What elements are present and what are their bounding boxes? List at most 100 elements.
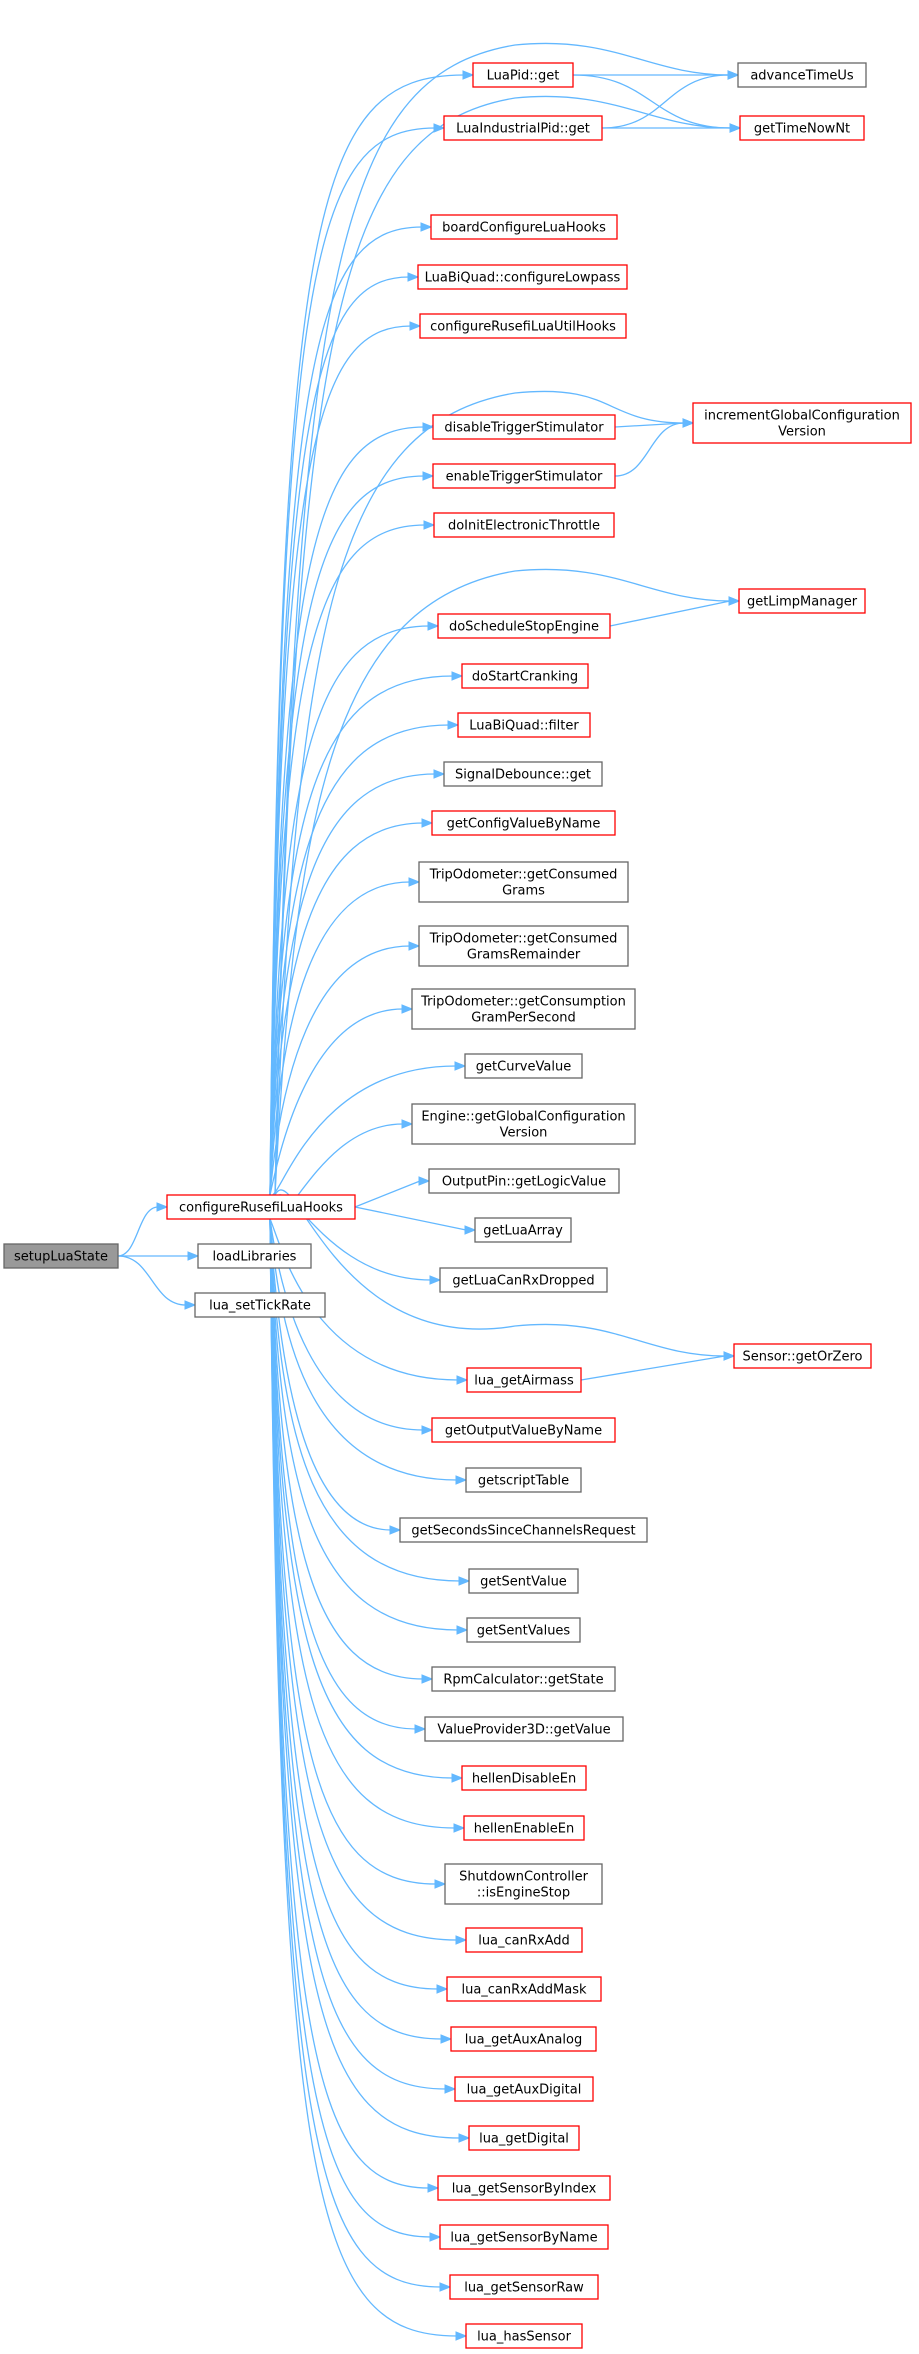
node-get-config-value-by-name[interactable]: getConfigValueByName (431, 810, 616, 836)
node-box[interactable] (444, 1863, 603, 1905)
node-lua-get-aux-digital[interactable]: lua_getAuxDigital (454, 2076, 594, 2102)
node-lua-has-sensor[interactable]: lua_hasSensor (465, 2323, 583, 2349)
node-box[interactable] (449, 2274, 599, 2300)
node-lua-get-airmass[interactable]: lua_getAirmass (466, 1367, 582, 1393)
node-lua-bi-quad-configure-lowpass[interactable]: LuaBiQuad::configureLowpass (417, 264, 628, 290)
node-box[interactable] (466, 1367, 582, 1393)
node-do-schedule-stop-engine[interactable]: doScheduleStopEngine (437, 613, 611, 639)
node-hellen-enable-en[interactable]: hellenEnableEn (463, 1815, 585, 1841)
node-get-sent-value[interactable]: getSentValue (468, 1568, 579, 1594)
node-box[interactable] (439, 1267, 608, 1293)
node-box[interactable] (431, 1417, 616, 1443)
node-lua-bi-quad-filter[interactable]: LuaBiQuad::filter (457, 712, 591, 738)
node-box[interactable] (461, 663, 589, 689)
node-get-lua-array[interactable]: getLuaArray (474, 1217, 572, 1243)
node-shutdown-controller-is-engine-stop[interactable]: ShutdownController::isEngineStop (444, 1863, 603, 1905)
node-box[interactable] (443, 761, 603, 787)
node-box[interactable] (430, 214, 618, 240)
node-box[interactable] (432, 414, 616, 440)
node-box[interactable] (692, 402, 912, 444)
node-box[interactable] (166, 1194, 356, 1220)
node-get-lua-can-rx-dropped[interactable]: getLuaCanRxDropped (439, 1267, 608, 1293)
node-box[interactable] (424, 1716, 624, 1742)
node-box[interactable] (466, 1617, 581, 1643)
node-box[interactable] (418, 925, 629, 967)
node-lua-get-digital[interactable]: lua_getDigital (468, 2125, 580, 2151)
node-box[interactable] (465, 1467, 582, 1493)
node-box[interactable] (464, 1053, 583, 1079)
node-box[interactable] (437, 613, 611, 639)
node-box[interactable] (418, 861, 629, 903)
node-enable-trigger-stimulator[interactable]: enableTriggerStimulator (432, 463, 616, 489)
node-configure-rusefi-lua-hooks[interactable]: configureRusefiLuaHooks (166, 1194, 356, 1220)
node-get-seconds-since-channels-request[interactable]: getSecondsSinceChannelsRequest (399, 1517, 648, 1543)
node-lua-get-aux-analog[interactable]: lua_getAuxAnalog (450, 2026, 597, 2052)
node-lua-get-sensor-by-name[interactable]: lua_getSensorByName (439, 2224, 609, 2250)
node-value-provider3-d-get-value[interactable]: ValueProvider3D::getValue (424, 1716, 624, 1742)
node-box[interactable] (437, 2175, 611, 2201)
node-get-sent-values[interactable]: getSentValues (466, 1617, 581, 1643)
node-signal-debounce-get[interactable]: SignalDebounce::get (443, 761, 603, 787)
node-box[interactable] (431, 810, 616, 836)
node-get-output-value-by-name[interactable]: getOutputValueByName (431, 1417, 616, 1443)
node-lua-set-tick-rate[interactable]: lua_setTickRate (194, 1292, 326, 1318)
node-box[interactable] (439, 2224, 609, 2250)
node-box[interactable] (450, 2026, 597, 2052)
node-box[interactable] (474, 1217, 572, 1243)
node-box[interactable] (431, 1666, 616, 1692)
node-box[interactable] (3, 1243, 119, 1269)
node-setup-lua-state[interactable]: setupLuaState (3, 1243, 119, 1269)
node-get-limp-manager[interactable]: getLimpManager (738, 588, 866, 614)
node-box[interactable] (411, 988, 636, 1030)
node-box[interactable] (472, 62, 574, 88)
node-box[interactable] (446, 1976, 602, 2002)
node-advance-time-us[interactable]: advanceTimeUs (737, 62, 867, 88)
node-box[interactable] (457, 712, 591, 738)
node-box[interactable] (433, 512, 615, 538)
node-box[interactable] (737, 62, 867, 88)
node-lua-get-sensor-raw[interactable]: lua_getSensorRaw (449, 2274, 599, 2300)
node-do-start-cranking[interactable]: doStartCranking (461, 663, 589, 689)
node-lua-can-rx-add[interactable]: lua_canRxAdd (465, 1927, 583, 1953)
node-box[interactable] (443, 115, 603, 141)
node-lua-pid-get[interactable]: LuaPid::get (472, 62, 574, 88)
node-box[interactable] (399, 1517, 648, 1543)
node-get-time-now-nt[interactable]: getTimeNowNt (739, 115, 865, 141)
node-hellen-disable-en[interactable]: hellenDisableEn (461, 1765, 587, 1791)
node-rpm-calculator-get-state[interactable]: RpmCalculator::getState (431, 1666, 616, 1692)
node-load-libraries[interactable]: loadLibraries (197, 1243, 312, 1269)
node-box[interactable] (468, 2125, 580, 2151)
node-box[interactable] (432, 463, 616, 489)
node-box[interactable] (411, 1103, 636, 1145)
node-box[interactable] (738, 588, 866, 614)
node-box[interactable] (419, 313, 627, 339)
node-get-curve-value[interactable]: getCurveValue (464, 1053, 583, 1079)
node-do-init-electronic-throttle[interactable]: doInitElectronicThrottle (433, 512, 615, 538)
node-output-pin-get-logic-value[interactable]: OutputPin::getLogicValue (428, 1168, 620, 1194)
node-box[interactable] (463, 1815, 585, 1841)
node-box[interactable] (739, 115, 865, 141)
node-box[interactable] (417, 264, 628, 290)
node-box[interactable] (197, 1243, 312, 1269)
node-box[interactable] (428, 1168, 620, 1194)
node-box[interactable] (465, 2323, 583, 2349)
node-box[interactable] (454, 2076, 594, 2102)
node-configure-rusefi-lua-util-hooks[interactable]: configureRusefiLuaUtilHooks (419, 313, 627, 339)
node-disable-trigger-stimulator[interactable]: disableTriggerStimulator (432, 414, 616, 440)
node-lua-get-sensor-by-index[interactable]: lua_getSensorByIndex (437, 2175, 611, 2201)
node-lua-can-rx-add-mask[interactable]: lua_canRxAddMask (446, 1976, 602, 2002)
node-sensor-get-or-zero[interactable]: Sensor::getOrZero (733, 1343, 872, 1369)
node-board-configure-lua-hooks[interactable]: boardConfigureLuaHooks (430, 214, 618, 240)
node-box[interactable] (465, 1927, 583, 1953)
node-box[interactable] (733, 1343, 872, 1369)
node-getscript-table[interactable]: getscriptTable (465, 1467, 582, 1493)
node-box[interactable] (194, 1292, 326, 1318)
node-lua-industrial-pid-get[interactable]: LuaIndustrialPid::get (443, 115, 603, 141)
node-box[interactable] (468, 1568, 579, 1594)
node-box[interactable] (461, 1765, 587, 1791)
node-trip-odometer-get-consumption-gram-per-second[interactable]: TripOdometer::getConsumptionGramPerSecon… (411, 988, 636, 1030)
